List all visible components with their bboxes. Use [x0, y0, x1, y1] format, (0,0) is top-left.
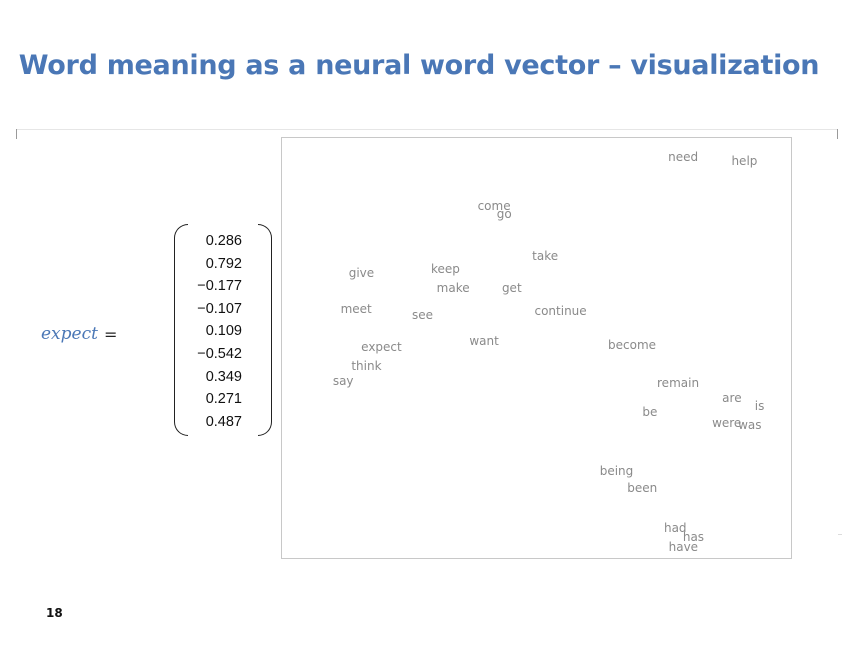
scatter-word-label: meet	[340, 301, 372, 316]
scatter-word-label: expect	[361, 339, 402, 354]
vector-component: 0.349	[205, 368, 242, 385]
header-divider	[16, 129, 838, 130]
scatter-word-label: are	[722, 390, 742, 405]
scatter-word-label: come	[477, 198, 511, 213]
scatter-word-label: had	[663, 521, 687, 536]
scatter-word-label: go	[496, 206, 512, 221]
scatter-word-label: was	[738, 417, 762, 432]
scatter-word-label: give	[348, 266, 375, 281]
scatter-word-label: see	[412, 308, 434, 323]
vector-component: 0.271	[205, 391, 242, 408]
scatter-word-label: help	[731, 154, 758, 169]
vector-bracket-right	[258, 224, 272, 436]
vector-component: −0.177	[197, 278, 242, 295]
scatter-word-label: is	[754, 398, 765, 413]
scatter-word-label: want	[469, 333, 499, 348]
word-vector: 0.286 0.792 −0.177 −0.107 0.109 −0.542 0.349 0.…	[186, 230, 242, 433]
scatter-word-label: were	[712, 415, 742, 430]
edge-mark	[838, 534, 842, 535]
scatter-word-label: been	[627, 481, 658, 496]
divider-tick-left	[16, 129, 17, 139]
vector-component: 0.109	[205, 323, 242, 340]
scatter-word-label: think	[351, 358, 382, 373]
scatter-word-label: keep	[431, 261, 460, 276]
divider-tick-right	[837, 129, 838, 139]
vector-component: −0.107	[197, 300, 242, 317]
scatter-word-label: continue	[534, 304, 587, 319]
slide-title: Word meaning as a neural word vector – v…	[18, 50, 820, 81]
vector-component: 0.792	[205, 255, 242, 272]
scatter-word-label: has	[682, 529, 705, 544]
page-number: 18	[46, 606, 63, 620]
scatter-word-label: become	[608, 337, 657, 352]
scatter-word-label: have	[668, 540, 699, 555]
vector-word: expect	[41, 324, 98, 344]
scatter-word-label: being	[599, 464, 634, 479]
scatter-word-label: need	[668, 149, 699, 164]
vector-component: 0.487	[205, 413, 242, 430]
scatter-word-label: get	[501, 280, 522, 295]
scatter-word-label: say	[332, 373, 354, 388]
scatter-word-label: be	[642, 405, 658, 420]
vector-component: 0.286	[205, 233, 242, 249]
scatter-word-label: remain	[657, 375, 700, 390]
vector-component: −0.542	[197, 345, 242, 362]
scatter-word-label: take	[532, 249, 559, 264]
equals-sign: =	[104, 325, 118, 344]
scatter-word-label: make	[436, 280, 470, 295]
